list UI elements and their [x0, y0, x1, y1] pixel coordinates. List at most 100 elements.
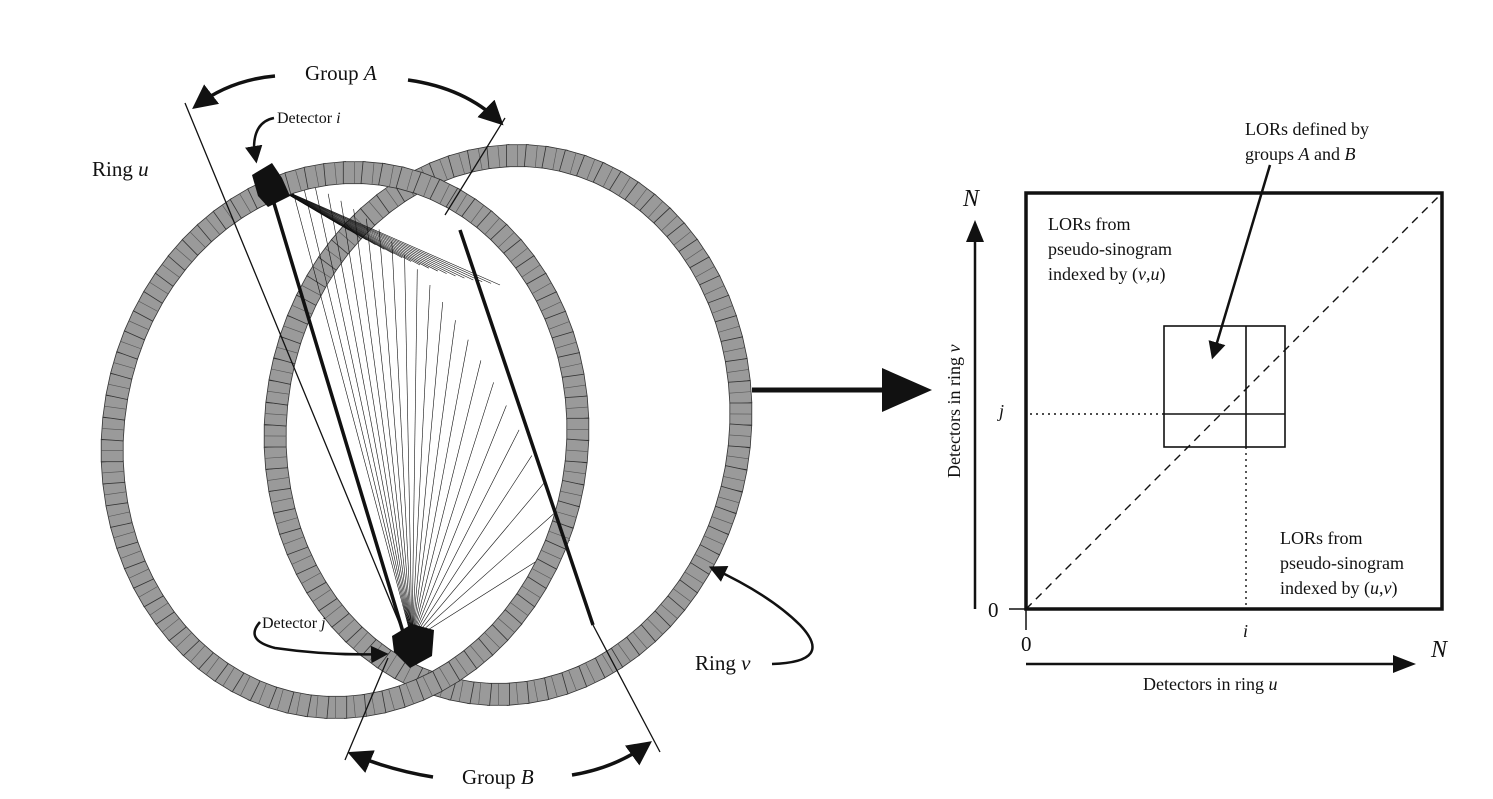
- crystal-edge: [161, 264, 180, 278]
- crystal-edge: [711, 305, 733, 314]
- x-axis: [1026, 655, 1416, 673]
- crystal-edge: [647, 201, 663, 218]
- crystal-edge: [205, 656, 220, 675]
- crystal-edge: [729, 434, 751, 437]
- crystal-edge: [694, 554, 715, 565]
- crystal-edge: [533, 679, 539, 702]
- crystal-edge: [617, 643, 631, 662]
- lor-line: [411, 320, 456, 641]
- crystal-edge: [104, 491, 127, 496]
- crystal-edge: [458, 680, 464, 702]
- crystal-edge: [711, 516, 733, 525]
- crystal-edge: [102, 471, 124, 474]
- sinogram-frame: [1024, 191, 1444, 611]
- crystal-edge: [113, 531, 135, 539]
- crystal-edge: [371, 162, 375, 185]
- crystal-edge: [497, 145, 501, 168]
- crystal-edge: [138, 586, 159, 598]
- y-axis: [966, 220, 984, 609]
- lor-line: [271, 184, 501, 286]
- lor-line: [411, 284, 431, 641]
- detector-i-label: Detector i: [277, 110, 341, 127]
- lor-line: [271, 184, 492, 284]
- crystal-edge: [540, 549, 562, 560]
- lor-line: [340, 200, 413, 641]
- crystal-edge: [240, 675, 251, 696]
- crystal-edge: [295, 169, 302, 192]
- crystal-edge: [104, 405, 127, 410]
- lor-line: [411, 482, 545, 641]
- crystal-edge: [718, 325, 740, 333]
- crystal-edge: [510, 602, 529, 616]
- crystal-edge: [385, 188, 399, 207]
- crystal-edge: [478, 682, 482, 705]
- crystal-edge: [673, 588, 692, 602]
- crystal-edge: [601, 653, 614, 674]
- crystal-edge: [704, 285, 725, 296]
- crystal-edge: [353, 695, 356, 718]
- crystal-edge: [189, 231, 206, 248]
- crystal-edge: [541, 301, 562, 312]
- i-tick-label: i: [1243, 621, 1248, 641]
- detector-j-block: [392, 624, 434, 668]
- crystal-edge: [113, 362, 135, 369]
- crystal-edge: [470, 205, 485, 224]
- crystal-edge: [353, 632, 369, 649]
- group-b-right-arrow: [571, 741, 652, 777]
- crystal-edge: [484, 217, 500, 235]
- group-boundary-lines: [184, 102, 661, 761]
- crystal-edge: [312, 266, 332, 279]
- crystal-edge: [301, 572, 321, 584]
- crystal-edge: [368, 201, 384, 219]
- crystal-edge: [618, 176, 631, 197]
- detector-j-pointer: [253, 621, 389, 664]
- crystal-edge: [660, 603, 678, 619]
- crystal-edge: [718, 496, 740, 504]
- group-a-left-arrow: [192, 74, 276, 109]
- x-axis-title: Detectors in ring u: [1143, 674, 1277, 694]
- note-ab-line1: LORs defined by: [1245, 119, 1369, 139]
- crystal-edge: [324, 604, 343, 619]
- crystal-edge: [602, 167, 614, 188]
- detector-j-label: Detector j: [262, 615, 326, 632]
- crystal-edge: [563, 470, 586, 475]
- crystal-edge: [283, 536, 305, 545]
- crystal-edge: [534, 145, 538, 168]
- crystal-edge: [531, 568, 552, 580]
- lor-line: [289, 179, 413, 641]
- note-ab-line2: groups A and B: [1245, 144, 1356, 164]
- crystal-edge: [271, 497, 293, 503]
- crystal-edge: [551, 675, 558, 698]
- lor-line: [366, 218, 413, 641]
- crystal-edge: [703, 535, 725, 546]
- crystal-edge: [149, 281, 169, 295]
- crystal-edge: [560, 490, 582, 497]
- crystal-edge: [128, 568, 149, 579]
- crystal-edge: [726, 369, 749, 373]
- note-vu-line1: LORs from: [1048, 214, 1131, 234]
- lor-line: [404, 254, 413, 641]
- crystal-edge: [684, 248, 704, 261]
- lor-line: [271, 184, 465, 279]
- crystal-edge: [661, 215, 678, 232]
- lor-line: [411, 269, 418, 641]
- crystal-edge: [439, 184, 450, 205]
- crystal-edge: [276, 688, 284, 711]
- crystal-edge: [497, 617, 515, 633]
- ring-v-label: Ring v: [695, 651, 751, 675]
- crystal-edge: [149, 602, 169, 616]
- crystal-edge: [723, 347, 745, 353]
- crystal-edge: [258, 683, 267, 704]
- detector-i-block: [252, 163, 290, 207]
- crystal-edge: [276, 517, 298, 525]
- crystal-edge: [695, 266, 715, 278]
- y-axis-title: Detectors in ring v: [944, 345, 964, 478]
- crystal-edge: [585, 662, 596, 683]
- crystal-edge: [521, 264, 541, 278]
- crystal-edge: [484, 632, 501, 649]
- crystal-edge: [568, 670, 577, 691]
- crystal-edge: [312, 589, 332, 602]
- crystal-edge: [175, 247, 193, 263]
- crystal-edge: [566, 406, 588, 409]
